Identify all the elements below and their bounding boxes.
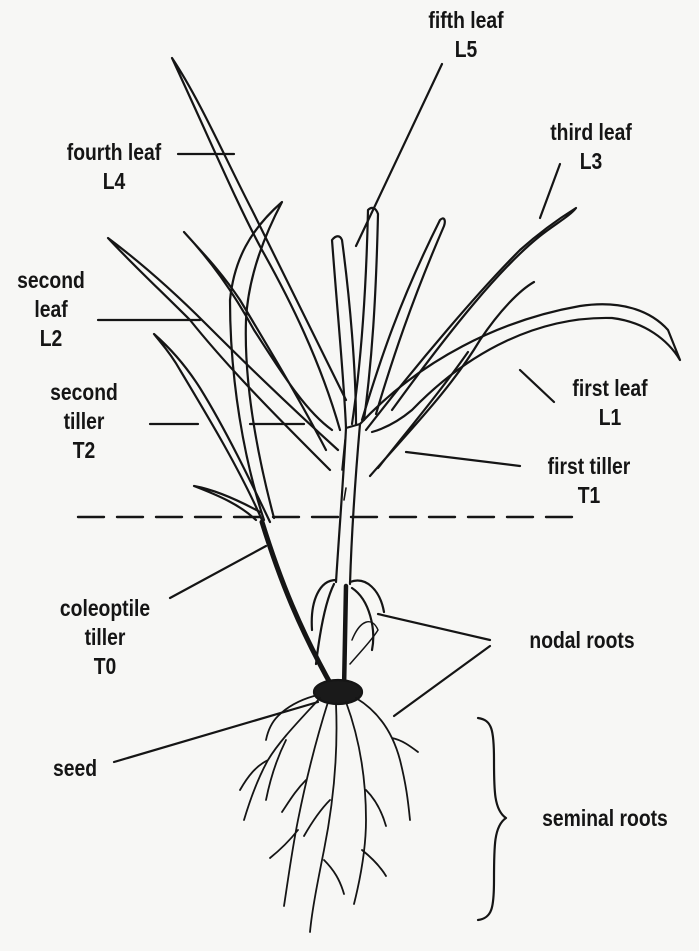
label-coleoptile-tiller-line1: coleoptile bbox=[42, 594, 168, 623]
leader-seed bbox=[114, 702, 318, 762]
seminal-roots-brace bbox=[478, 718, 506, 920]
fourth-leaf-blade bbox=[172, 58, 346, 430]
label-first-tiller-code: T1 bbox=[526, 481, 652, 510]
first-tiller bbox=[370, 282, 534, 476]
leader-first-tiller bbox=[406, 452, 520, 466]
label-third-leaf-code: L3 bbox=[536, 147, 645, 176]
fifth-leaf-blade bbox=[332, 236, 356, 428]
second-leaf-blade bbox=[108, 238, 338, 470]
label-coleoptile-tiller-code: T0 bbox=[42, 652, 168, 681]
label-first-leaf-code: L1 bbox=[560, 403, 661, 432]
label-second-tiller-code: T2 bbox=[42, 436, 126, 465]
label-second-tiller-line2: tiller bbox=[42, 407, 126, 436]
label-second-leaf-line2: leaf bbox=[13, 295, 89, 324]
label-seed-text: seed bbox=[37, 754, 113, 783]
label-fifth-leaf-code: L5 bbox=[419, 35, 513, 64]
label-coleoptile-tiller: coleoptile tiller T0 bbox=[42, 594, 168, 681]
label-seminal-roots-text: seminal roots bbox=[527, 804, 683, 833]
label-fourth-leaf: fourth leaf L4 bbox=[55, 138, 173, 196]
leader-coleoptile-tiller bbox=[170, 546, 266, 598]
fifth-leaf-blade-2 bbox=[352, 208, 378, 424]
label-seminal-roots: seminal roots bbox=[527, 804, 683, 833]
leader-nodal-roots-1 bbox=[378, 614, 490, 640]
leader-nodal-roots-2 bbox=[394, 646, 490, 716]
label-second-leaf-code: L2 bbox=[13, 324, 89, 353]
label-third-leaf: third leaf L3 bbox=[536, 118, 645, 176]
label-first-tiller: first tiller T1 bbox=[526, 452, 652, 510]
second-tiller-leaf bbox=[194, 486, 260, 520]
main-stem bbox=[336, 424, 360, 584]
label-nodal-roots: nodal roots bbox=[506, 626, 657, 655]
label-seed: seed bbox=[37, 754, 113, 783]
leader-fifth-leaf bbox=[356, 64, 442, 246]
coleoptile-tiller-stem bbox=[344, 586, 346, 690]
label-fourth-leaf-code: L4 bbox=[55, 167, 173, 196]
label-second-leaf-line1: second bbox=[13, 266, 89, 295]
third-leaf-blade bbox=[366, 208, 576, 430]
label-fifth-leaf: fifth leaf L5 bbox=[419, 6, 513, 64]
label-third-leaf-name: third leaf bbox=[536, 118, 645, 147]
label-first-tiller-name: first tiller bbox=[526, 452, 652, 481]
label-second-tiller: second tiller T2 bbox=[42, 378, 126, 465]
label-nodal-roots-text: nodal roots bbox=[506, 626, 657, 655]
label-first-leaf-name: first leaf bbox=[560, 374, 661, 403]
seed-shape bbox=[314, 680, 362, 704]
seminal-roots bbox=[240, 696, 418, 932]
coleoptile-tiller bbox=[262, 522, 334, 690]
label-fourth-leaf-name: fourth leaf bbox=[55, 138, 173, 167]
leader-first-leaf bbox=[520, 370, 554, 402]
label-fifth-leaf-name: fifth leaf bbox=[419, 6, 513, 35]
label-coleoptile-tiller-line2: tiller bbox=[42, 623, 168, 652]
label-second-tiller-line1: second bbox=[42, 378, 126, 407]
label-second-leaf: second leaf L2 bbox=[13, 266, 89, 353]
label-first-leaf: first leaf L1 bbox=[560, 374, 661, 432]
